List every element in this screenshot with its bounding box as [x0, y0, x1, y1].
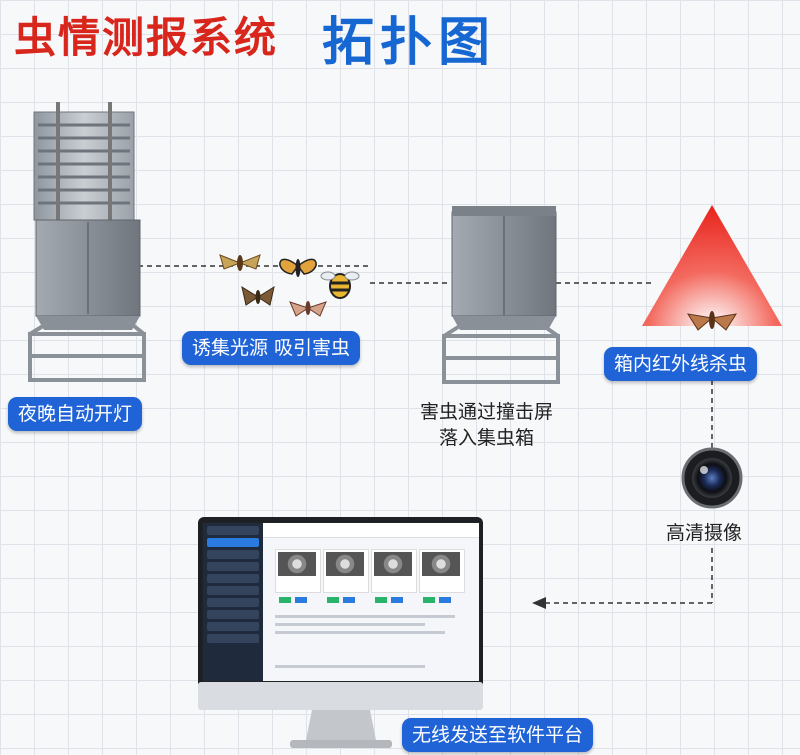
label-camera: 高清摄像 — [666, 522, 743, 544]
insects — [219, 254, 360, 317]
moth-icon — [219, 254, 261, 271]
screen-card — [419, 549, 465, 593]
screen-topbar — [263, 523, 479, 538]
connector-lines — [138, 265, 713, 604]
butterfly-icon — [279, 258, 317, 277]
screen-card — [371, 549, 417, 593]
screen-card — [275, 549, 321, 593]
screen-card — [323, 549, 369, 593]
screen-sidebar — [203, 523, 263, 681]
moth-icon — [289, 301, 327, 317]
moth-icon — [241, 285, 275, 306]
title-main: 虫情测报系统 — [14, 13, 279, 62]
arrow-head — [532, 597, 546, 609]
camera-lens-icon — [681, 447, 743, 509]
label-night-light: 夜晚自动开灯 — [8, 397, 143, 431]
software-screen — [202, 522, 480, 682]
collection-box-device — [442, 206, 560, 384]
label-upload: 无线发送至软件平台 — [402, 718, 594, 752]
infrared-cone-icon — [642, 205, 782, 331]
label-hit-screen: 害虫通过撞击屏 落入集虫箱 — [420, 401, 554, 449]
label-lure: 诱集光源 吸引害虫 — [182, 331, 361, 365]
label-infrared: 箱内红外线杀虫 — [604, 347, 758, 381]
insect-trap-device — [28, 102, 146, 382]
moth-icon — [686, 311, 738, 331]
title-sub: 拓扑图 — [322, 13, 497, 73]
bee-icon — [320, 271, 360, 299]
